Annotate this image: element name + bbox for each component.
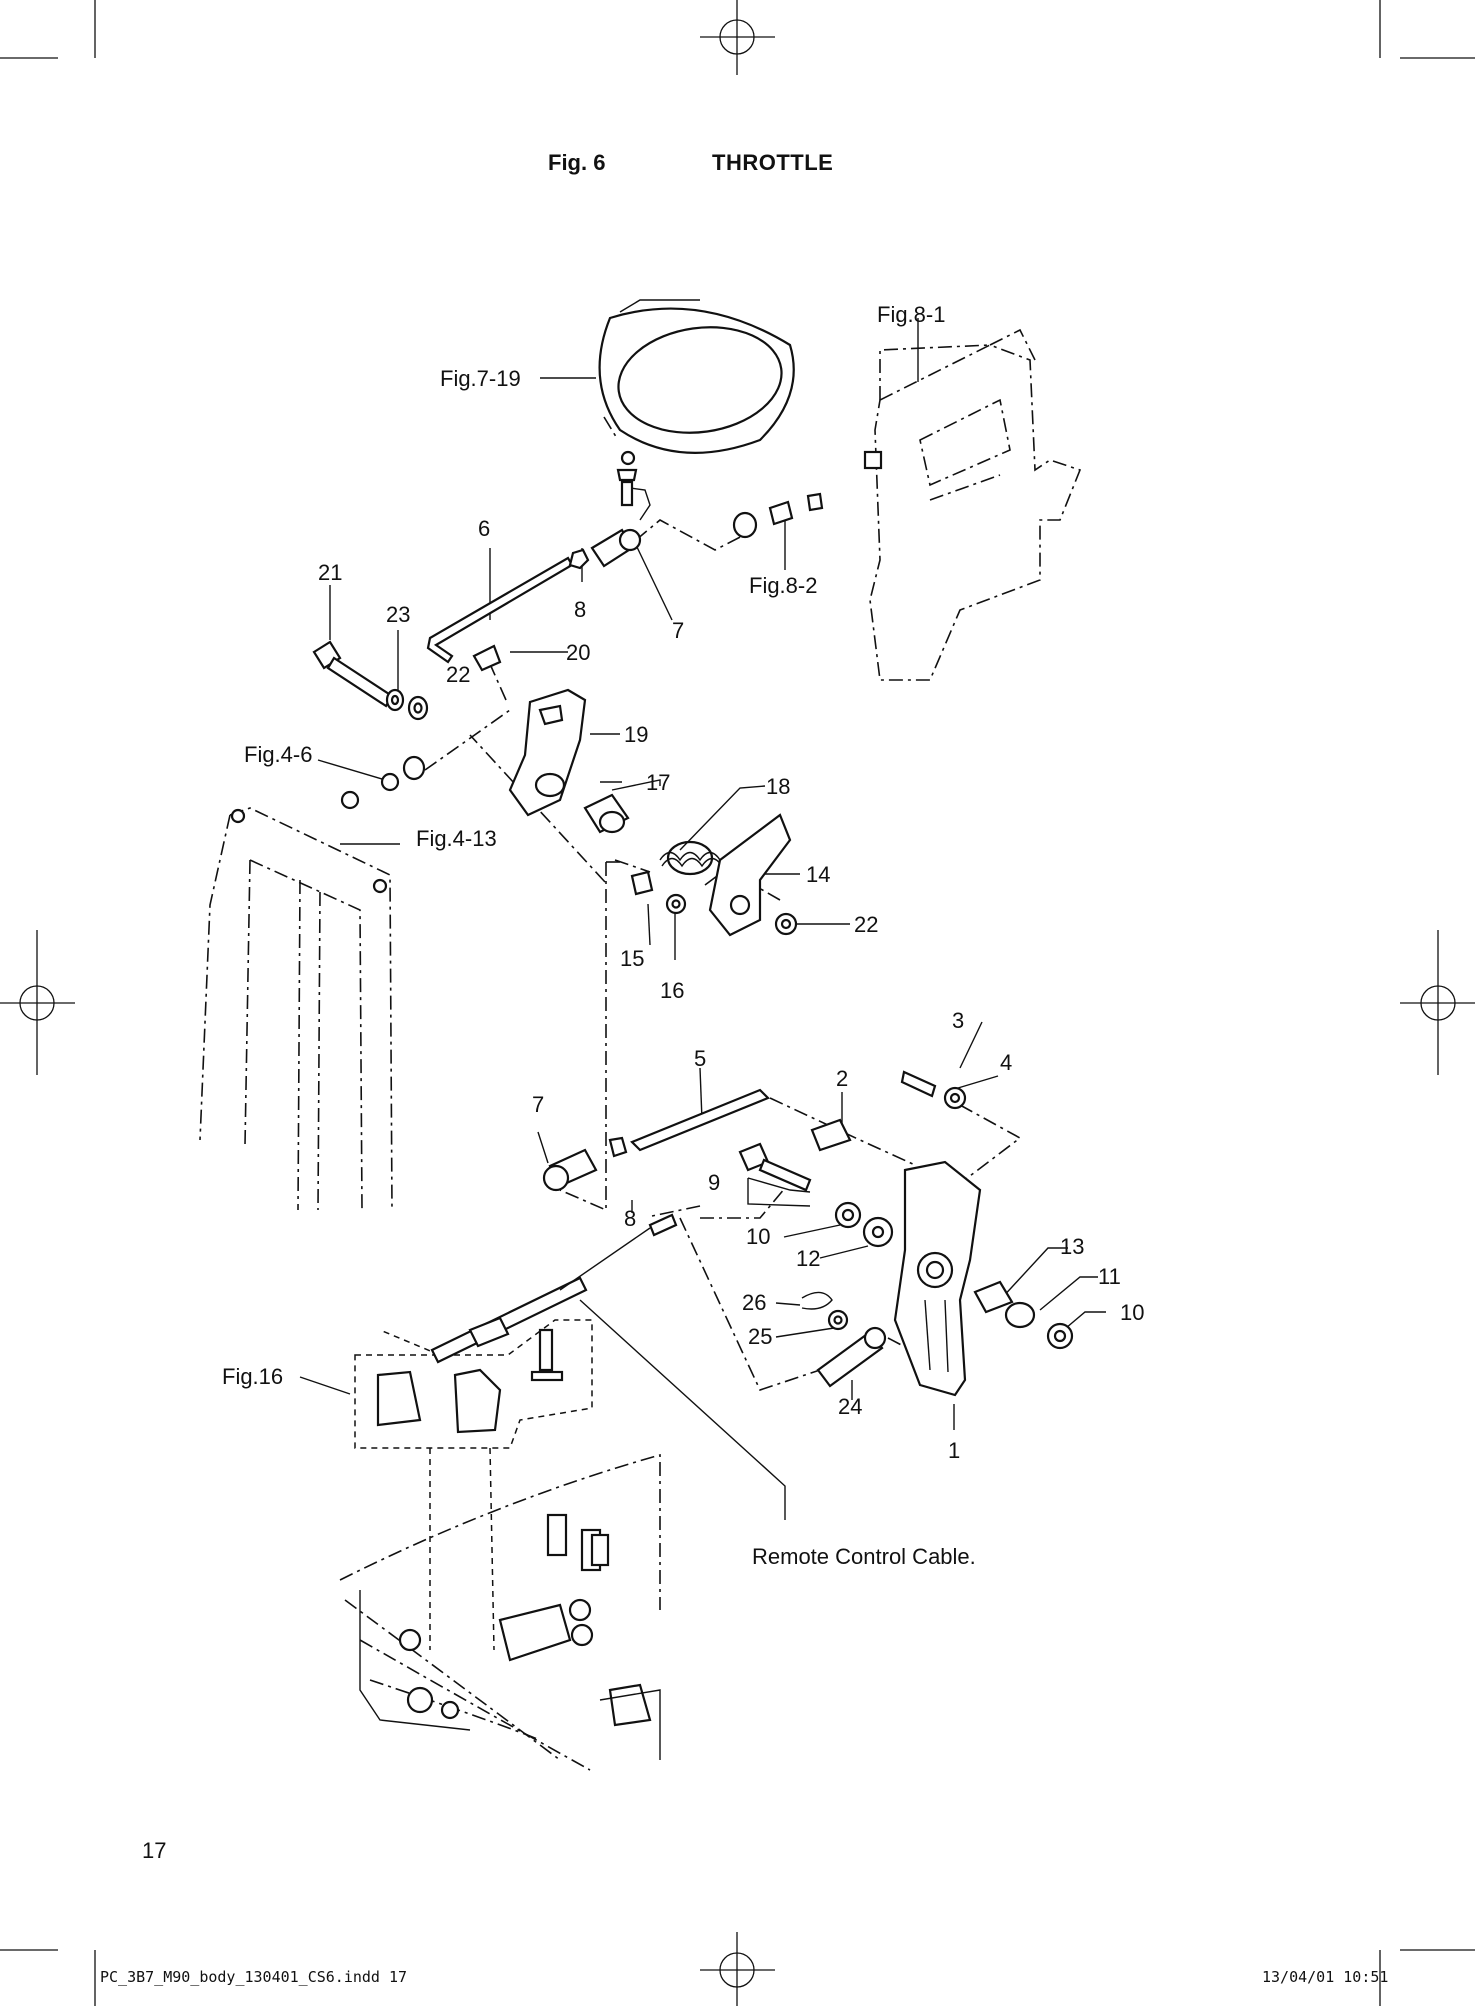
part-label-15: 15 bbox=[620, 946, 644, 971]
part-label-22-right: 22 bbox=[854, 912, 878, 937]
part-label-19: 19 bbox=[624, 722, 648, 747]
leader-lines bbox=[299, 318, 1106, 1651]
part-label-20: 20 bbox=[566, 640, 590, 665]
part-label-8-lower: 8 bbox=[624, 1206, 636, 1231]
part-label-22: 22 bbox=[446, 662, 470, 687]
part-label-12: 12 bbox=[796, 1246, 820, 1271]
parts bbox=[312, 468, 1074, 1397]
part-label-4: 4 bbox=[1000, 1050, 1012, 1075]
part-label-7-lower: 7 bbox=[532, 1092, 544, 1117]
part-label-8: 8 bbox=[574, 597, 586, 622]
part-label-10: 10 bbox=[746, 1224, 770, 1249]
part-label-18: 18 bbox=[766, 774, 790, 799]
part-label-13: 13 bbox=[1060, 1234, 1084, 1259]
engine-block bbox=[339, 1453, 661, 1771]
part-label-7: 7 bbox=[672, 618, 684, 643]
housing-fig-8-1 bbox=[863, 328, 1082, 681]
part-label-1: 1 bbox=[948, 1438, 960, 1463]
part-label-9: 9 bbox=[708, 1170, 720, 1195]
part-label-24: 24 bbox=[838, 1394, 862, 1419]
part-label-17: 17 bbox=[646, 770, 670, 795]
part-label-21: 21 bbox=[318, 560, 342, 585]
part-label-2: 2 bbox=[836, 1066, 848, 1091]
part-label-26: 26 bbox=[742, 1290, 766, 1315]
part-label-14: 14 bbox=[806, 862, 830, 887]
part-label-23: 23 bbox=[386, 602, 410, 627]
footer-filename: PC_3B7_M90_body_130401_CS6.indd 17 bbox=[100, 1968, 408, 1986]
ref-fig-7-19: Fig.7-19 bbox=[440, 366, 521, 391]
part-label-16: 16 bbox=[660, 978, 684, 1003]
ref-fig-8-1: Fig.8-1 bbox=[877, 302, 945, 327]
remote-control-cable-label: Remote Control Cable. bbox=[752, 1544, 976, 1569]
part-label-6: 6 bbox=[478, 516, 490, 541]
page-title: THROTTLE bbox=[712, 150, 834, 175]
part-label-11: 11 bbox=[1098, 1264, 1121, 1289]
plate-fig-7-19 bbox=[598, 299, 795, 521]
part-label-3: 3 bbox=[952, 1008, 964, 1033]
part-label-25: 25 bbox=[748, 1324, 772, 1349]
ref-fig-8-2: Fig.8-2 bbox=[749, 573, 817, 598]
ref-fig-4-13: Fig.4-13 bbox=[416, 826, 497, 851]
labels: Fig.8-1 Fig.7-19 Fig.8-2 Fig.4-6 Fig.4-1… bbox=[222, 302, 1144, 1569]
figure-number: Fig. 6 bbox=[548, 150, 606, 175]
footer-date: 13/04/01 10:51 bbox=[1262, 1968, 1389, 1986]
page-number: 17 bbox=[142, 1838, 167, 1863]
ref-fig-16: Fig.16 bbox=[222, 1364, 283, 1389]
bracket-fig-16 bbox=[354, 1319, 593, 1449]
frame-fig-4-13 bbox=[199, 807, 393, 1211]
part-label-5: 5 bbox=[694, 1046, 706, 1071]
part-label-10-right: 10 bbox=[1120, 1300, 1144, 1325]
ref-fig-4-6: Fig.4-6 bbox=[244, 742, 312, 767]
